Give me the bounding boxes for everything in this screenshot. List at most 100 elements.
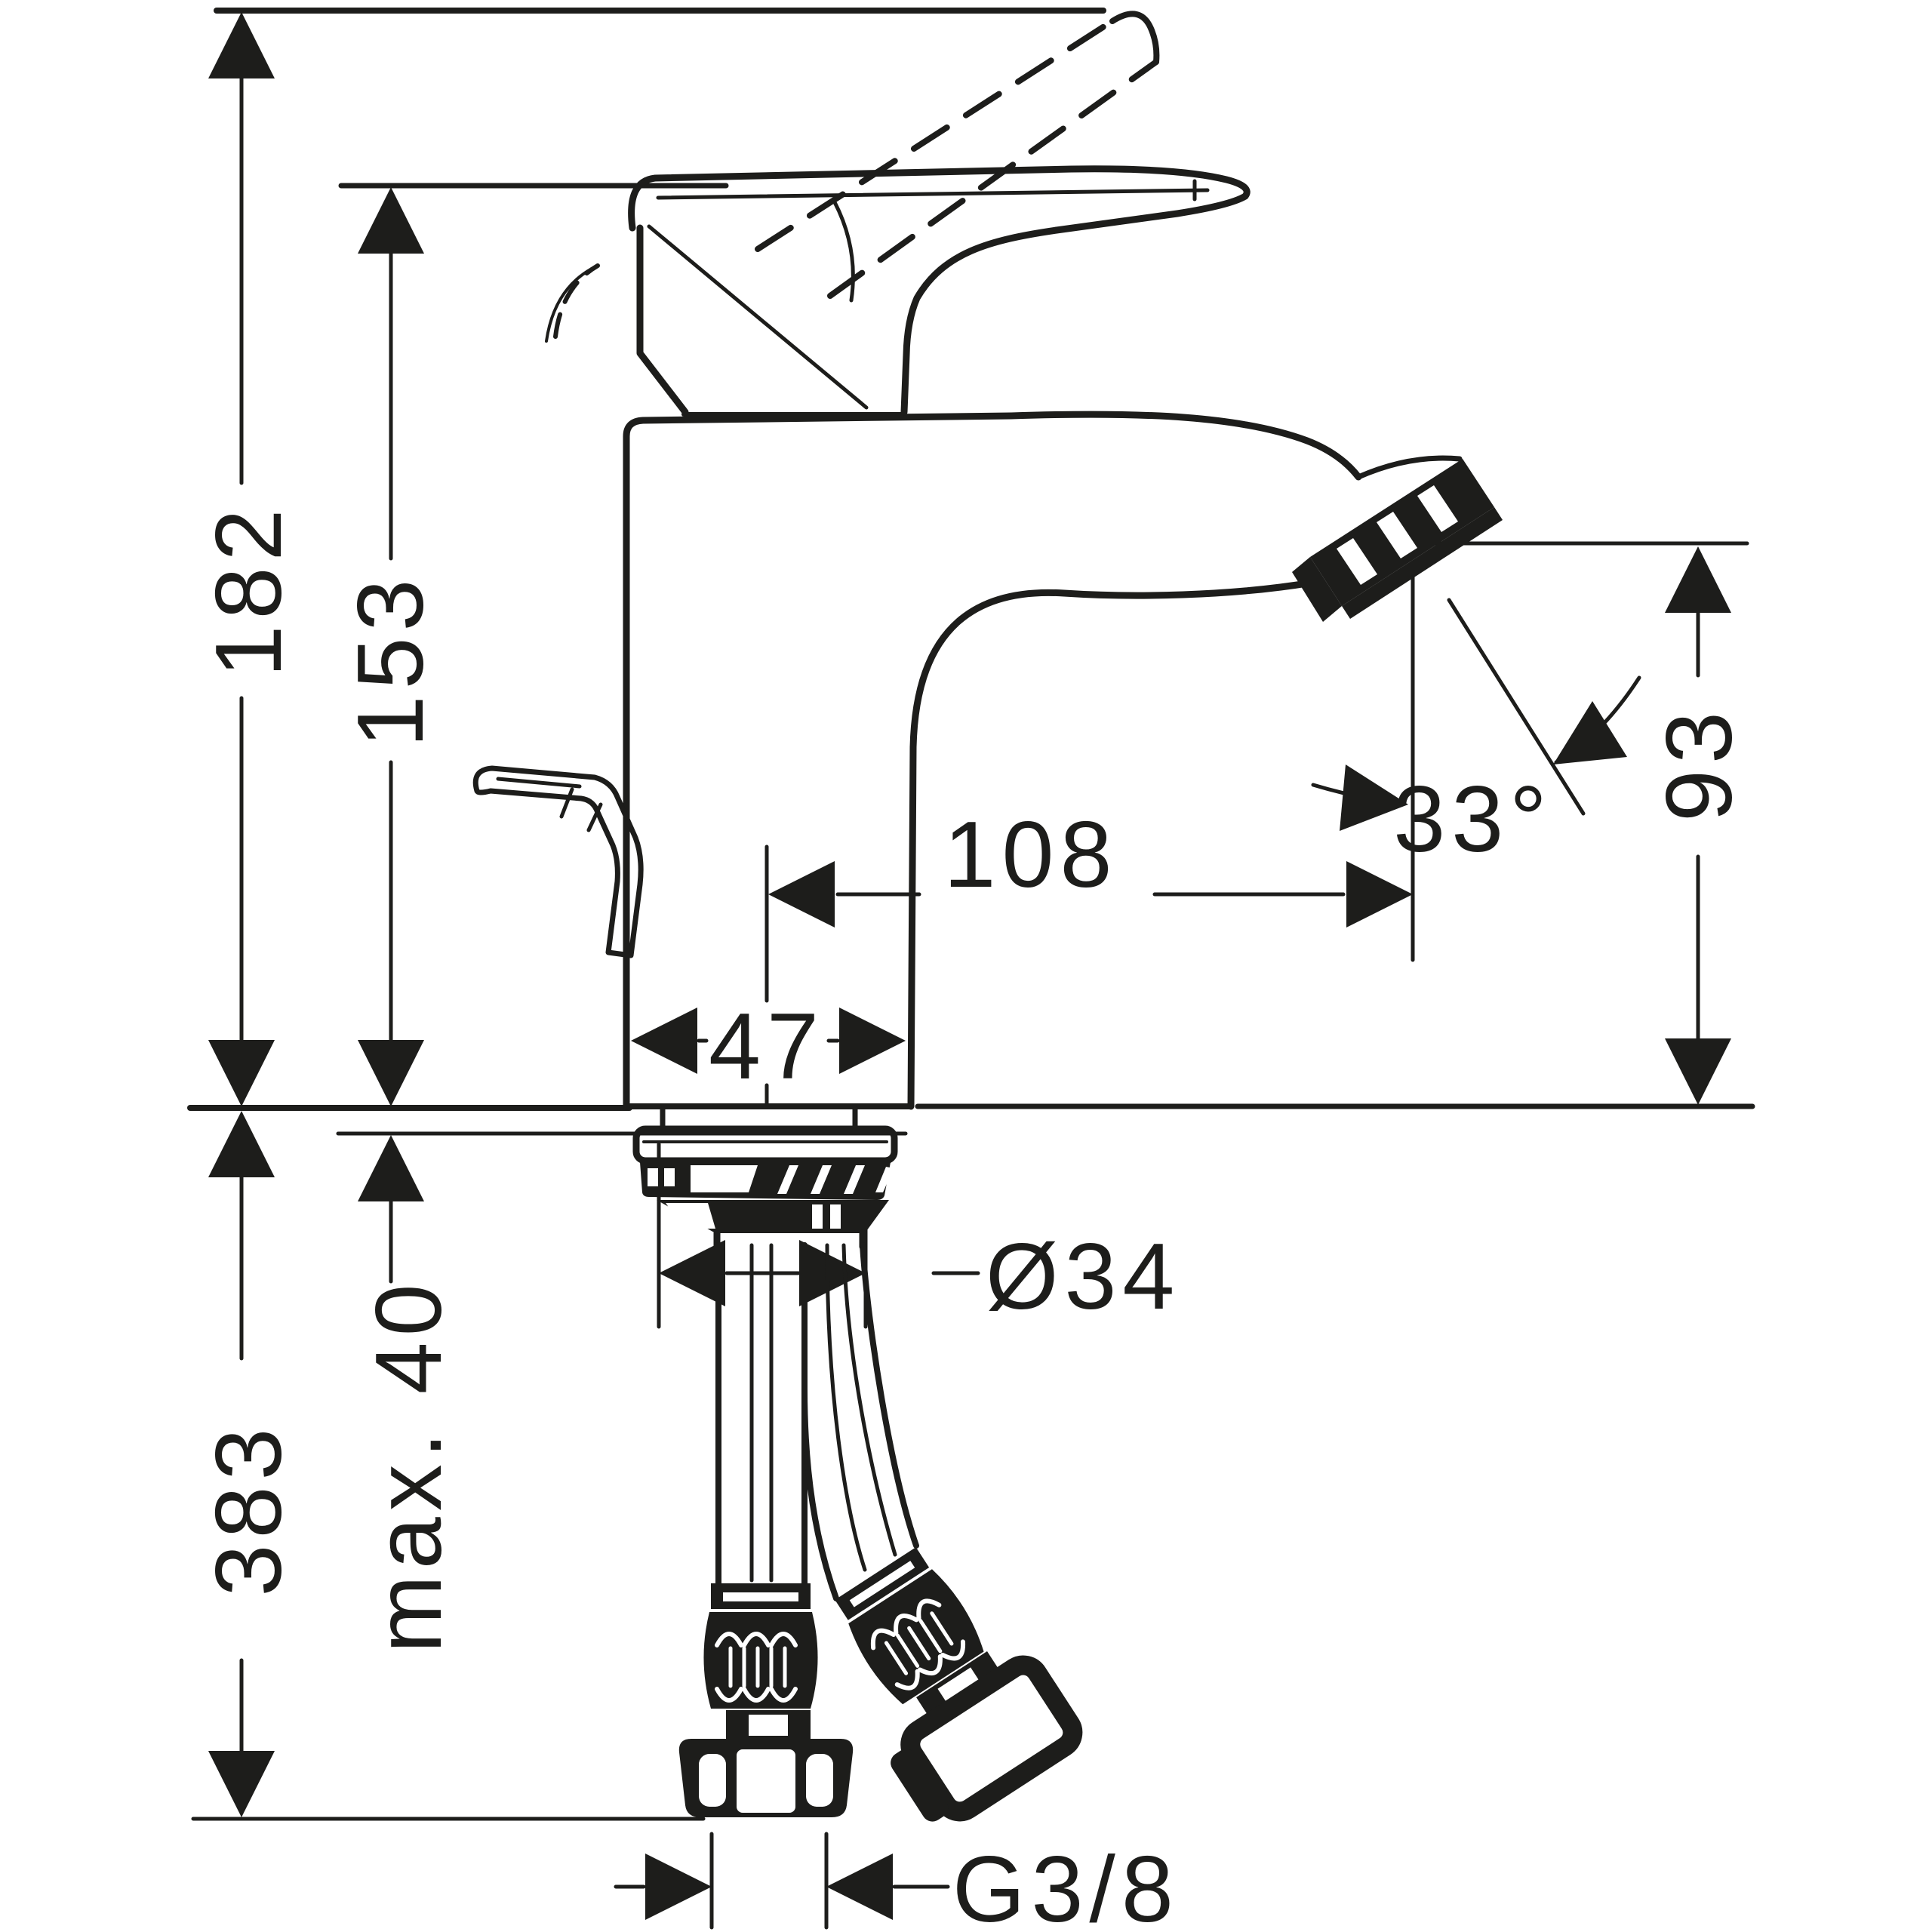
braid-lines [884,1611,954,1675]
aerator-step [1292,557,1342,622]
braid-arches-bottom [715,1687,798,1703]
dim-383 [208,1111,275,1817]
arrow-right-icon [1340,764,1408,831]
arrow-left-icon [768,861,835,928]
angled-hose-inner [825,1243,867,1572]
arrow-down-icon [1665,1038,1731,1105]
arrow-up-icon [208,1111,275,1177]
arrow-down-icon [208,1751,275,1817]
braid-arches-top [715,1632,798,1647]
cone-window [666,1203,715,1229]
dim-label-153: 153 [339,574,443,748]
reference-lines [187,8,1755,1821]
dim-182 [208,12,275,1106]
raised-handle-heel-dash [553,263,600,339]
body-left-and-spout-top [623,411,1362,1110]
popup-rod [472,765,644,958]
aerator [1292,459,1503,622]
straight-hose-outer [715,1242,808,1586]
arrow-up-icon [208,12,275,78]
arrow-down-icon [358,1040,424,1106]
shank-sides [713,1229,866,1251]
raised-handle-lower-dash [827,59,1159,299]
nut-near-facet [891,1749,949,1822]
arrow-up-icon [358,1135,424,1201]
arrow-left-icon [826,1854,893,1920]
raised-handle-tip-arc [1109,11,1160,65]
spray-angle-line [1447,598,1586,816]
raised-handle-upper-dash [755,18,1115,252]
arrow-right-icon [1346,861,1413,928]
arrow-down-left-icon [1553,701,1627,764]
aerator-lip [1342,507,1503,619]
lever-inner-line [656,188,1210,200]
arrow-left-icon [659,1240,725,1306]
spout-underside-and-body-right [907,579,1315,1110]
knurl-slot [648,1168,658,1186]
nut-facet [699,1754,726,1807]
dim-label-d34: Ø34 [986,1225,1180,1329]
dim-label-33deg: 33° [1393,768,1553,872]
dim-153 [358,187,424,1106]
arrow-right-icon [799,1240,866,1306]
nut-face [737,1749,795,1813]
knurl-slash [777,1165,798,1194]
ferrule-slot [849,1561,915,1607]
dim-label-47: 47 [709,995,825,1099]
arrow-down-icon [208,1040,275,1106]
arrow-up-icon [358,187,424,254]
popup-rod-outline [472,765,644,958]
aerator-stripe [1337,538,1377,585]
dim-g38 [614,1832,950,1930]
arrow-left-icon [631,1008,697,1074]
cone-slot [830,1204,841,1229]
dim-108 [764,560,1415,1003]
raised-handle-dashed [545,11,1160,343]
dim-93 [1665,546,1731,1105]
knurl-slot [664,1168,675,1186]
knurl-slash [844,1165,865,1194]
base-neck [660,1106,858,1131]
dim-label-108: 108 [944,803,1118,907]
dim-label-383: 383 [197,1423,301,1597]
ferrule-slot [723,1592,798,1601]
nut-facet [806,1754,833,1807]
dim-max-40 [358,1135,424,1284]
dim-g38-ext [709,1832,829,1930]
angled-hose-outer-left [801,1242,839,1601]
knurl-slash [811,1165,832,1194]
popup-rod-details [496,777,603,832]
braid-arches-top [870,1598,942,1651]
aerator-stripe [1417,485,1458,532]
cone-slot [812,1204,823,1229]
spout-tip-cap [1355,455,1463,480]
lever-outline [628,165,1251,416]
cartridge-outline [636,224,689,416]
dim-label-max40: max. 40 [357,1278,461,1653]
angled-hose-outer-right [860,1242,919,1549]
arrow-right-icon [839,1008,906,1074]
dim-47 [631,1008,906,1106]
aerator-stripe [1377,512,1417,558]
dim-label-182: 182 [197,503,301,678]
dim-label-93: 93 [1647,706,1752,822]
knurl-slash [875,1167,894,1192]
braid-arches-bottom [894,1639,965,1690]
knurl-window [691,1165,758,1192]
arrow-right-icon [645,1854,712,1920]
braid-lines [728,1646,787,1688]
motion-arc [545,267,593,343]
cartridge-inner-arc [832,200,855,303]
escutcheon-ring [632,1125,898,1164]
straight-hose-inner [749,1243,774,1583]
angled-hose-tail [835,1547,1083,1822]
neck-slot [937,1667,982,1706]
arrow-up-icon [1665,546,1731,613]
base-mount [632,1106,898,1251]
angled-hose-inner [841,1243,897,1557]
dim-label-g38: G3/8 [952,1838,1180,1932]
handle-lever [628,165,1251,416]
cartridge-inner-diagonal [647,224,869,410]
